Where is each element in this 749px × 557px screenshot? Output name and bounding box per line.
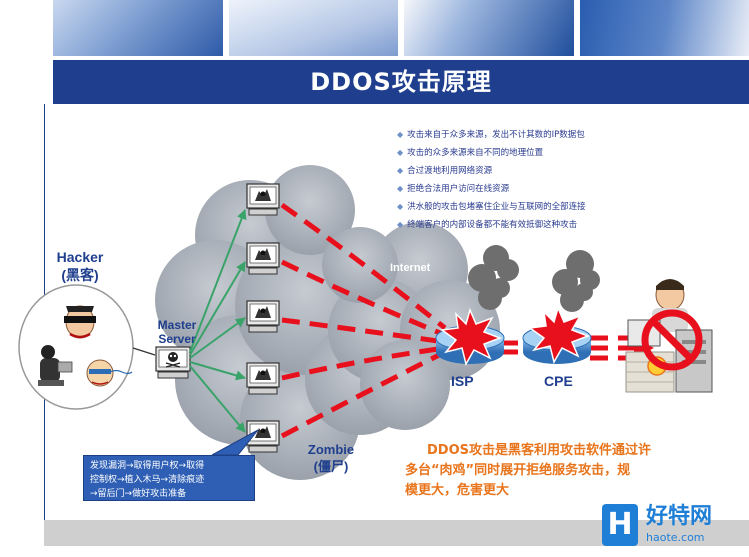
computer-icon (246, 242, 280, 275)
isp-router (435, 307, 505, 366)
isp-label: ISP (451, 373, 474, 389)
attack-lines (280, 202, 654, 439)
bullet-item: ◆攻击来自于众多来源，发出不计其数的IP数据包 (397, 130, 585, 140)
zombie-label: Zombie (僵尸) (307, 442, 355, 474)
slide-title: DDOS攻击原理 (310, 68, 492, 96)
computer-icon (246, 300, 280, 333)
explosion-icon (528, 305, 591, 364)
logo-site: haote.com (646, 531, 705, 544)
header-photo-strip (53, 0, 749, 56)
conclusion-text: DDOS攻击是黑客利用攻击软件通过许 多台“肉鸡”同时展开拒绝服务攻击，规 模更… (405, 443, 651, 498)
site-logo[interactable]: H 好特网 haote.com (596, 502, 736, 552)
bullet-item: ◆拒绝合法用户访问在线资源 (397, 184, 510, 194)
explosion-icon (440, 307, 503, 366)
attack-steps-box: 发现漏洞→取得用户权→取得 控制权→植入木马→清除痕迹 →留后门→做好攻击准备 (83, 455, 255, 501)
bullet-item: ◆攻击的众多来源来自不同的地理位置 (397, 148, 544, 158)
control-lines (189, 209, 247, 433)
hacker-face-icon (86, 359, 133, 387)
server-victim-icon (625, 279, 713, 393)
master-server-label: Master Server (157, 318, 197, 346)
hacker-at-computer-icon (38, 345, 73, 386)
skull-icon (165, 352, 181, 368)
internet-label: Internet (390, 262, 431, 274)
bullet-item: ◆洪水般的攻击包堵塞住企业与互联网的全部连接 (397, 202, 586, 212)
cpe-router (522, 305, 592, 364)
no-entry-icon (641, 309, 703, 371)
header-photo (53, 0, 223, 56)
header-photo (579, 0, 749, 56)
header-photo (228, 0, 398, 56)
bullet-item: ◆终端客户的内部设备都不能有效抵御这种攻击 (397, 220, 578, 230)
smoke-icon (468, 245, 519, 310)
computer-icon (246, 183, 280, 216)
hacker-group (18, 284, 134, 410)
logo-badge-icon: H (602, 504, 638, 546)
master-server (155, 346, 191, 379)
logo-name: 好特网 (646, 504, 713, 529)
bullet-item: ◆合过渡地利用网络资源 (397, 166, 493, 176)
hacker-avatar-icon (64, 305, 96, 339)
cpe-label: CPE (544, 373, 573, 389)
computer-icon (246, 362, 280, 395)
title-bar: DDOS攻击原理 (53, 60, 749, 104)
hacker-master-link (132, 347, 156, 356)
smoke-icon (552, 250, 600, 312)
header-photo (404, 0, 574, 56)
bullet-list: ◆攻击来自于众多来源，发出不计其数的IP数据包 ◆攻击的众多来源来自不同的地理位… (397, 126, 586, 234)
hacker-label: Hacker (黑客) (56, 249, 104, 283)
